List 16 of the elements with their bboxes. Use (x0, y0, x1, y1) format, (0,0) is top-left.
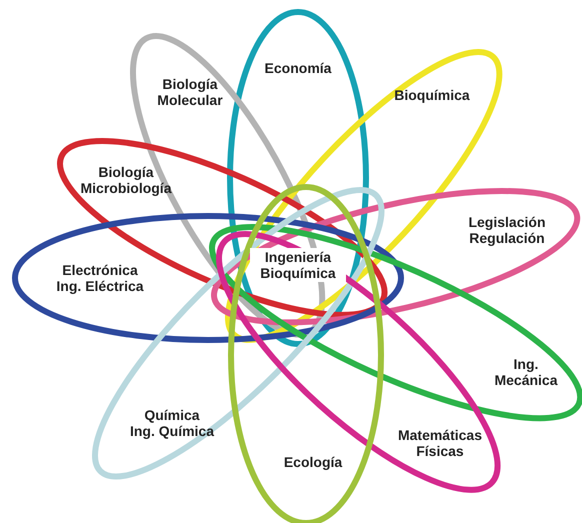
field-label: Biología (97, 164, 155, 180)
field-label: Biología Molecular (156, 76, 224, 108)
field-label: Matemáticas (398, 426, 482, 443)
field-label: Ingeniería Bioquímica (259, 249, 337, 281)
field-label: Microbiología (80, 180, 172, 196)
field-label: Bioquímica (394, 86, 470, 103)
field-label: Ecología (284, 454, 342, 470)
field-label: Economía (264, 60, 332, 76)
field-label: Físicas (415, 442, 465, 459)
field-label: Ing. Mecánica (493, 356, 559, 388)
field-label: Ing. Química (130, 422, 214, 439)
field-label: Regulación (468, 230, 546, 246)
field-label: Electrónica (61, 262, 139, 278)
field-label: Legislación (468, 214, 546, 230)
field-label: Química (143, 406, 201, 423)
field-label: Ing. Eléctrica (56, 278, 144, 294)
